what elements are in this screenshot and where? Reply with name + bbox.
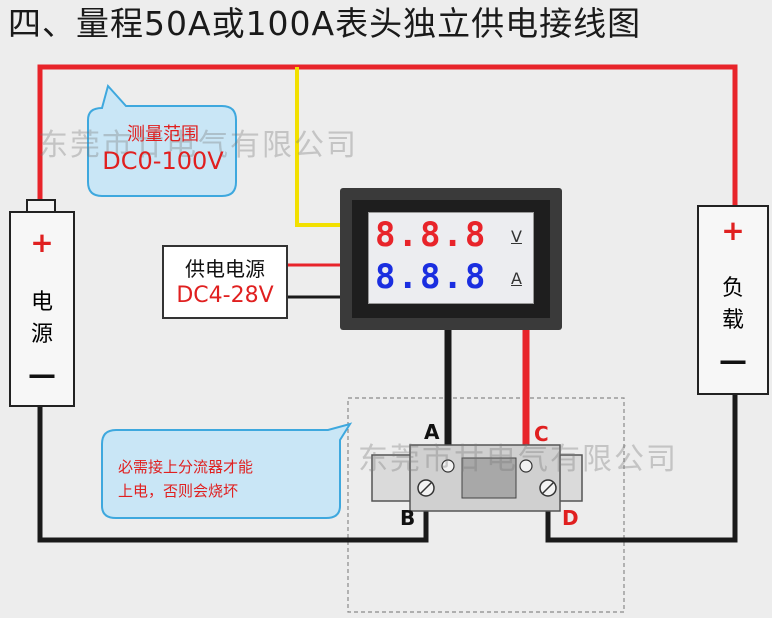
load-minus-sign: —	[719, 344, 747, 377]
power-supply-label: 供电电源	[185, 257, 265, 281]
meter-display: 8.8.8 V 8.8.8 A	[368, 212, 534, 304]
load-label-1: 负	[721, 276, 744, 301]
shunt-screw-a	[441, 459, 455, 473]
shunt-note-line-1: 必需接上分流器才能	[118, 458, 254, 476]
panel-meter: 8.8.8 V 8.8.8 A	[340, 188, 562, 330]
battery-label-2: 源	[30, 322, 53, 347]
voltage-unit: V	[511, 227, 522, 246]
measure-range-value: DC0-100V	[102, 147, 224, 175]
current-digits: 8.8.8	[375, 257, 488, 297]
shunt-screw-c	[519, 459, 533, 473]
load-plus-sign: +	[721, 214, 745, 247]
battery-negative-wire	[37, 404, 429, 543]
voltage-sense-wire	[295, 67, 342, 227]
diagram-title: 四、量程50A或100A表头独立供电接线图	[8, 4, 642, 43]
voltage-digits: 8.8.8	[375, 215, 488, 255]
positive-main-wire	[37, 64, 738, 206]
power-supply-box: 供电电源 DC4-28V	[162, 245, 288, 319]
shunt-note-line-2: 上电，否则会烧坏	[118, 482, 239, 500]
watermark-bottom: 东莞市廿电气有限公司	[358, 442, 678, 477]
battery-minus-sign: —	[28, 358, 56, 391]
load-body	[697, 205, 769, 395]
load-negative-wire	[545, 392, 738, 543]
battery-label-1: 电	[30, 290, 53, 315]
battery-plus-sign: +	[30, 226, 54, 259]
load-label-2: 载	[721, 308, 744, 333]
terminal-c-label: C	[534, 422, 549, 446]
shunt-note-bubble	[101, 422, 353, 519]
shunt-resistor	[461, 457, 517, 499]
watermark-top: 东莞市廿电气有限公司	[38, 128, 358, 163]
current-unit: A	[511, 269, 522, 288]
terminal-d-label: D	[562, 506, 579, 530]
terminal-b-label: B	[400, 506, 416, 530]
battery-body	[9, 211, 75, 407]
measure-range-label: 测量范围	[127, 124, 199, 145]
measure-range-bubble	[87, 83, 237, 197]
terminal-a-label: A	[424, 420, 440, 444]
power-supply-range: DC4-28V	[176, 283, 274, 308]
